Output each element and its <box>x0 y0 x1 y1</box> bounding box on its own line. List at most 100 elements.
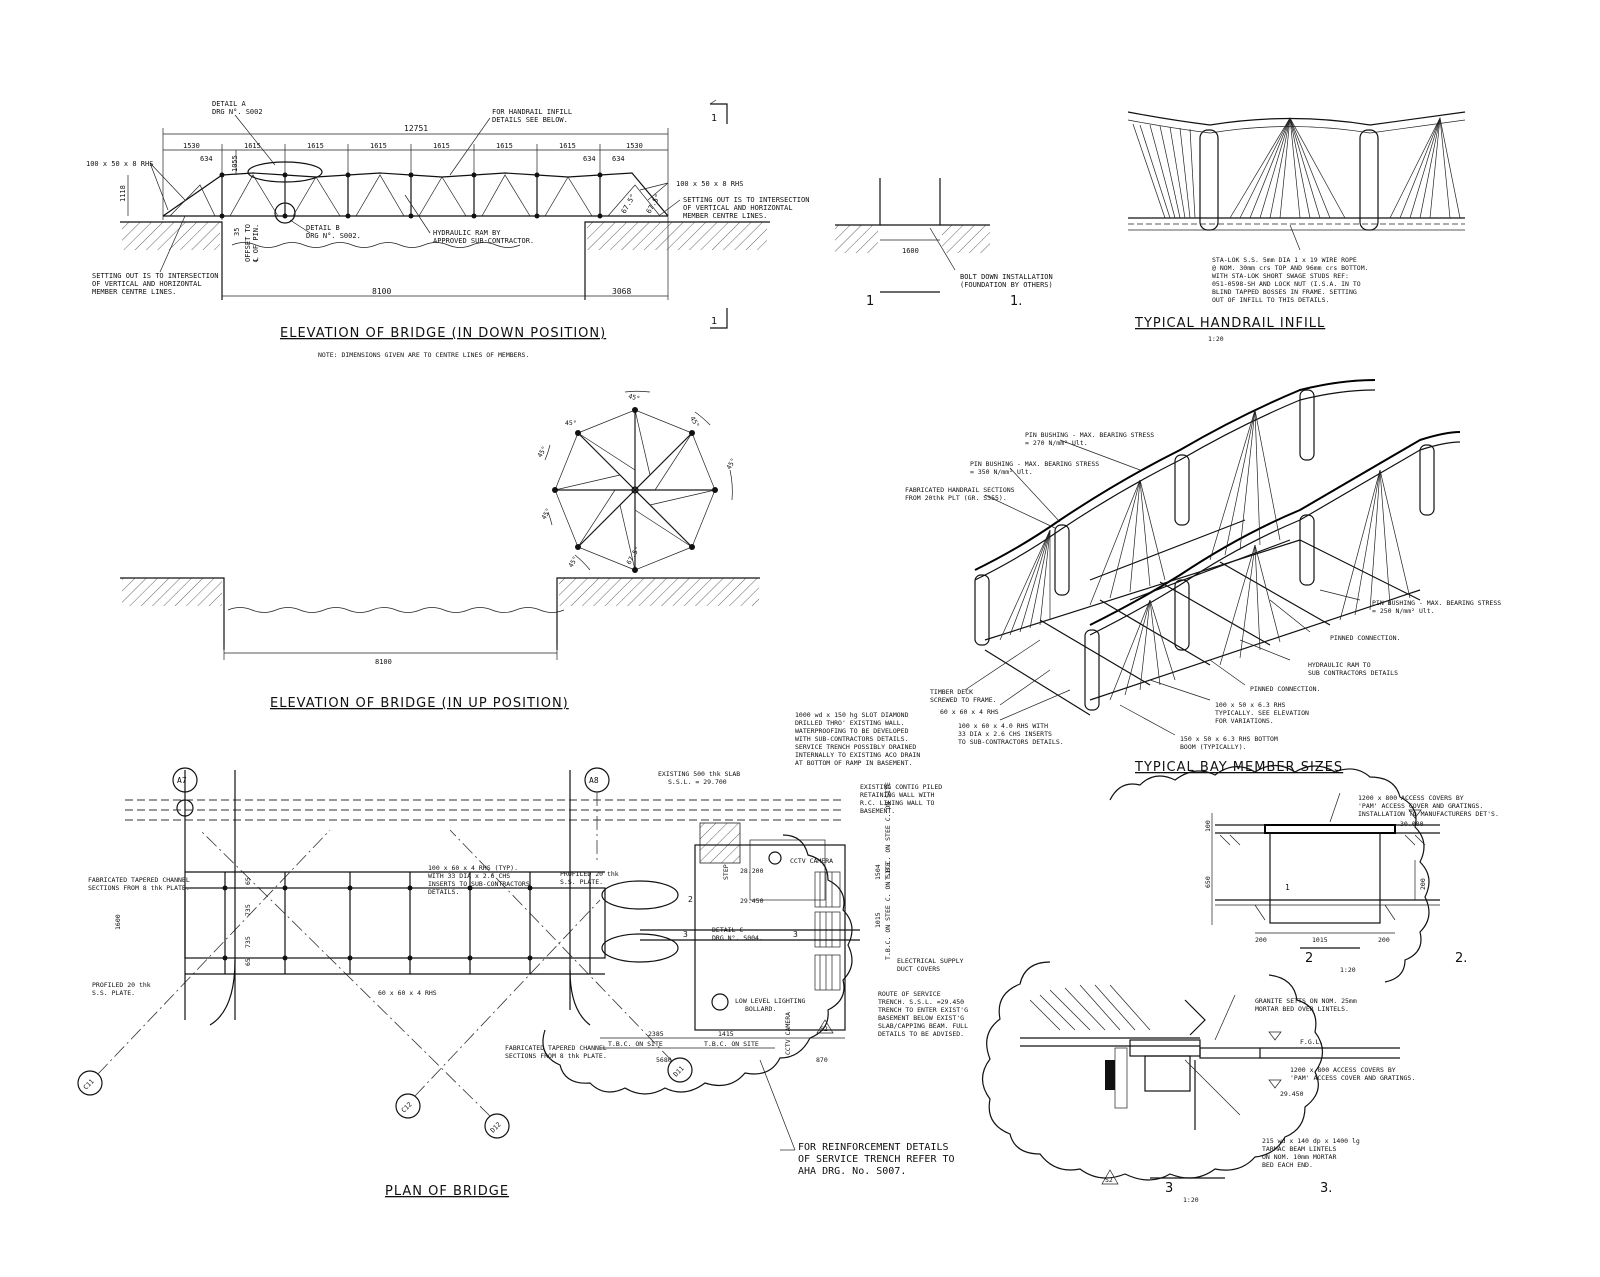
contig-4: BASEMENT. <box>860 807 895 815</box>
handrail-note-2: @ NOM. 30mm crs TOP AND 96mm crs BOTTOM. <box>1212 264 1369 272</box>
contig-2: RETAINING WALL WITH <box>860 791 934 799</box>
reinf-2: OF SERVICE TRENCH REFER TO <box>798 1154 955 1165</box>
angle-b: 67.5° <box>645 193 662 215</box>
bay-pin2-b: = 350 N/mm² Ult. <box>970 468 1033 476</box>
bay-pin1-b: = 270 N/mm² Ult. <box>1025 439 1088 447</box>
plan-dim-65a: 65 <box>244 877 252 885</box>
sec1-dim: 1600 <box>902 247 919 255</box>
bay-boom-b: BOOM (TYPICALLY). <box>1180 743 1247 751</box>
dim-bay-2: 1615 <box>244 142 261 150</box>
sec3-rev-triangle <box>1101 1169 1119 1185</box>
level-29450: 29.450 <box>740 897 764 905</box>
handrail-note-3: WITH STA-LOK SHORT SWAGE STUDS REF: <box>1212 272 1349 280</box>
ground-left-hatch <box>122 222 220 250</box>
cctv-label: CCTV CAMERA <box>790 857 833 865</box>
route-3: TRENCH TO ENTER EXIST'G <box>878 1006 968 1014</box>
dim-bay-1: 1530 <box>183 142 200 150</box>
span-right-dim: 3068 <box>612 287 631 296</box>
dim-bay-7: 1615 <box>559 142 576 150</box>
dim-bay-4: 1615 <box>370 142 387 150</box>
up-angle-2: 45° <box>688 415 701 429</box>
bay-timber-b: SCREWED TO FRAME. <box>930 696 997 704</box>
sec1-label-left: 1 <box>866 294 874 309</box>
truss-top-chord <box>162 172 669 217</box>
span-left-dim: 8100 <box>372 287 391 296</box>
bay-pinned2: PINNED CONNECTION. <box>1250 685 1320 693</box>
sec2-label: 2 <box>1305 951 1313 966</box>
leaders-elevation-down <box>149 114 681 273</box>
lowlevel-1: LOW LEVEL LIGHTING <box>735 997 806 1005</box>
plan-drawing <box>77 767 860 1151</box>
sec3-scale: 1:20 <box>1183 1196 1199 1204</box>
detail-c-ref: DRG N°. S004. <box>712 934 763 942</box>
angle-a: 67.5° <box>620 193 637 215</box>
setout-right-3: MEMBER CENTRE LINES. <box>683 212 767 220</box>
sec3-hatch <box>1029 984 1151 1031</box>
marker-s3: 3 <box>683 930 688 939</box>
handrail-note-6: OUT OF INFILL TO THIS DETAILS. <box>1212 296 1329 304</box>
bay-rhs100-c: FOR VARIATIONS. <box>1215 717 1274 725</box>
detail-b-ref: DRG N°. S002. <box>306 232 361 240</box>
plan-bay-lines <box>224 872 591 974</box>
rhs-typ-3: INSERTS TO SUB-CONTRACTORS <box>428 880 530 888</box>
grid-D12-bubble <box>484 1113 510 1139</box>
marker-s1: 1 <box>1285 883 1290 892</box>
wire-rope-fan-left <box>1132 123 1196 219</box>
title-bay: TYPICAL BAY MEMBER SIZES <box>1134 760 1343 775</box>
sec2-hatch <box>1219 834 1426 921</box>
marker-s3b: 3 <box>793 930 798 939</box>
plan-slot-hatch <box>699 822 741 864</box>
sec2-d200r: 200 <box>1419 878 1427 890</box>
plan-rhs60: 60 x 60 x 4 RHS <box>378 989 437 997</box>
offset-note-1: OFFSET TO <box>244 224 252 262</box>
level-28200: 28.200 <box>740 867 764 875</box>
plan-dim-65b: 65 <box>244 958 252 966</box>
detail-b-label: DETAIL B <box>306 224 340 232</box>
route-6: DETAILS TO BE ADVISED. <box>878 1030 964 1038</box>
bay-rhs100b-b: 33 DIA x 2.6 CHS INSERTS <box>958 730 1052 738</box>
offset-note-2: ℄ OF PIN. <box>252 224 260 263</box>
up-angle-8: 67.5° <box>625 545 642 566</box>
tbc-1: T.B.C. ON SITE <box>608 1040 663 1048</box>
wire-rope-fan-right <box>1389 116 1461 219</box>
section-1-drawing <box>835 178 990 293</box>
slab-note-1: EXISTING 500 thk SLAB <box>658 770 740 778</box>
dim-bay-5: 1615 <box>433 142 450 150</box>
plan-dim-5680: 5680 <box>656 1056 672 1064</box>
section-mark-bottom: 1 <box>711 316 717 327</box>
typical-bay-drawing <box>964 379 1461 736</box>
sec1-note-1: BOLT DOWN INSTALLATION <box>960 273 1053 281</box>
rhs-right-label: 100 x 50 x 8 RHS <box>676 180 743 188</box>
rev-triangle-1: S2 <box>820 1025 828 1033</box>
raised-bridge-triangles <box>554 409 716 571</box>
sec3-lintel-2: TARMAC BEAM LINTELS <box>1262 1145 1336 1153</box>
sec3-lintel-4: BED EACH END. <box>1262 1161 1313 1169</box>
plan-dim-1015: 1015 <box>874 912 882 928</box>
title-elevation-down: ELEVATION OF BRIDGE (IN DOWN POSITION) <box>280 326 606 341</box>
dim-bay-6: 1615 <box>496 142 513 150</box>
dim-634-c: 634 <box>612 155 625 163</box>
handrail-scale: 1:20 <box>1208 335 1224 343</box>
fab-bottom-1: FABRICATED TAPERED CHANNEL <box>505 1044 607 1052</box>
detail-c-label: DETAIL C <box>712 926 743 934</box>
sec3-level: 29.450 <box>1280 1090 1304 1098</box>
title-handrail: TYPICAL HANDRAIL INFILL <box>1134 316 1325 331</box>
bay-pin2-a: PIN BUSHING - MAX. BEARING STRESS <box>970 460 1099 468</box>
slot-note-6: INTERNALLY TO EXISTING ACO DRAIN <box>795 751 920 759</box>
sec1-label-right: 1. <box>1010 294 1022 309</box>
tbc-2: T.B.C. ON SITE <box>704 1040 759 1048</box>
handrail-post-2 <box>1359 129 1379 231</box>
handrail-infill-drawing <box>1127 111 1466 251</box>
rhs-typ-4: DETAILS. <box>428 888 459 896</box>
dim-overall: 12751 <box>404 124 428 133</box>
slab-note-2: S.S.L. = 29.700 <box>668 778 727 786</box>
setout-right-1: SETTING OUT IS TO INTERSECTION <box>683 196 809 204</box>
up-angle-1: 45° <box>627 392 640 403</box>
plan-dim-870: 870 <box>816 1056 828 1064</box>
setout-right-2: OF VERTICAL AND HORIZONTAL <box>683 204 793 212</box>
grid-A7-text: A7 <box>177 776 187 785</box>
dim-634-b: 634 <box>583 155 596 163</box>
title-elevation-up: ELEVATION OF BRIDGE (IN UP POSITION) <box>270 696 569 711</box>
handrail-note-1: STA-LOK S.S. 5mm DIA 1 x 19 WIRE ROPE <box>1212 256 1357 264</box>
